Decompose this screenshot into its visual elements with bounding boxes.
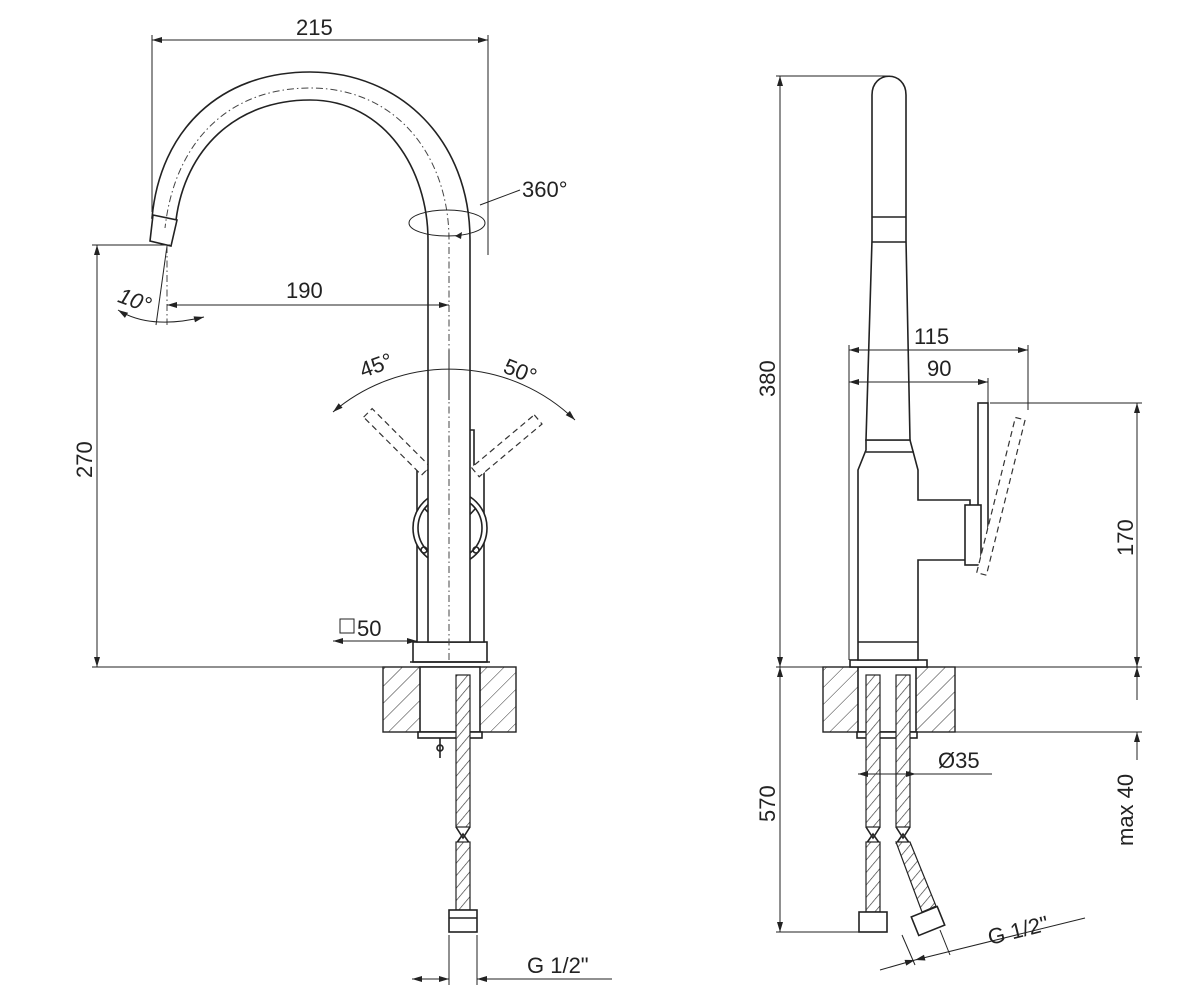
front-spout-centerline [164,87,450,660]
front-hose-upper [455,674,471,828]
side-hose-right [895,674,911,828]
side-clamp-plate [856,731,918,739]
side-dim-depth-115: 115 [914,324,949,349]
side-hose-left-lower [865,841,881,913]
side-dim-lever-170: 170 [1113,519,1138,556]
front-clamp-plate [417,731,483,739]
side-mixer-body [857,439,971,661]
side-spout [865,75,911,441]
front-dim-width-215: 215 [296,15,333,40]
side-dim-depth-90: 90 [927,356,951,381]
side-dim-shank-35: Ø35 [938,748,980,773]
side-hose-right-lower [895,841,937,913]
front-aerator [149,214,178,247]
front-swivel-label: 360° [522,177,568,202]
side-hose-nut-right [910,905,946,937]
front-spout [151,71,471,643]
front-swivel-ellipse [408,209,486,237]
front-lever-ghost-left [362,407,431,476]
front-dim-base-50: 50 [357,616,381,641]
front-dim-height-270: 270 [72,441,97,478]
front-lever-angle-right: 50° [500,353,540,389]
front-shank [419,666,481,733]
side-dim-height-380: 380 [755,360,780,397]
side-dim-hose-570: 570 [755,785,780,822]
side-hose-left [865,674,881,828]
side-hose-nut-left [858,911,888,933]
front-view: 360° 215 190 10° 270 45° 50° 50 G 1/2" [72,15,612,985]
front-base-ring [412,641,488,663]
side-lever-hub [964,504,982,566]
front-hose-lower [455,841,471,911]
front-connection-label: G 1/2" [527,953,589,978]
front-tilt-label: 10° [115,283,155,318]
front-square-symbol [339,618,355,634]
side-view: 380 115 90 170 max 40 570 Ø35 G 1/2 [755,75,1142,971]
front-dim-reach-190: 190 [286,278,323,303]
side-base-ring [849,659,928,668]
front-lever-ghost-right [470,413,543,478]
front-hose-nut [448,909,478,933]
side-connection-label: G 1/2" [985,911,1051,950]
front-lever-angle-left: 45° [356,348,396,383]
side-dim-worktop-max40: max 40 [1113,774,1138,846]
